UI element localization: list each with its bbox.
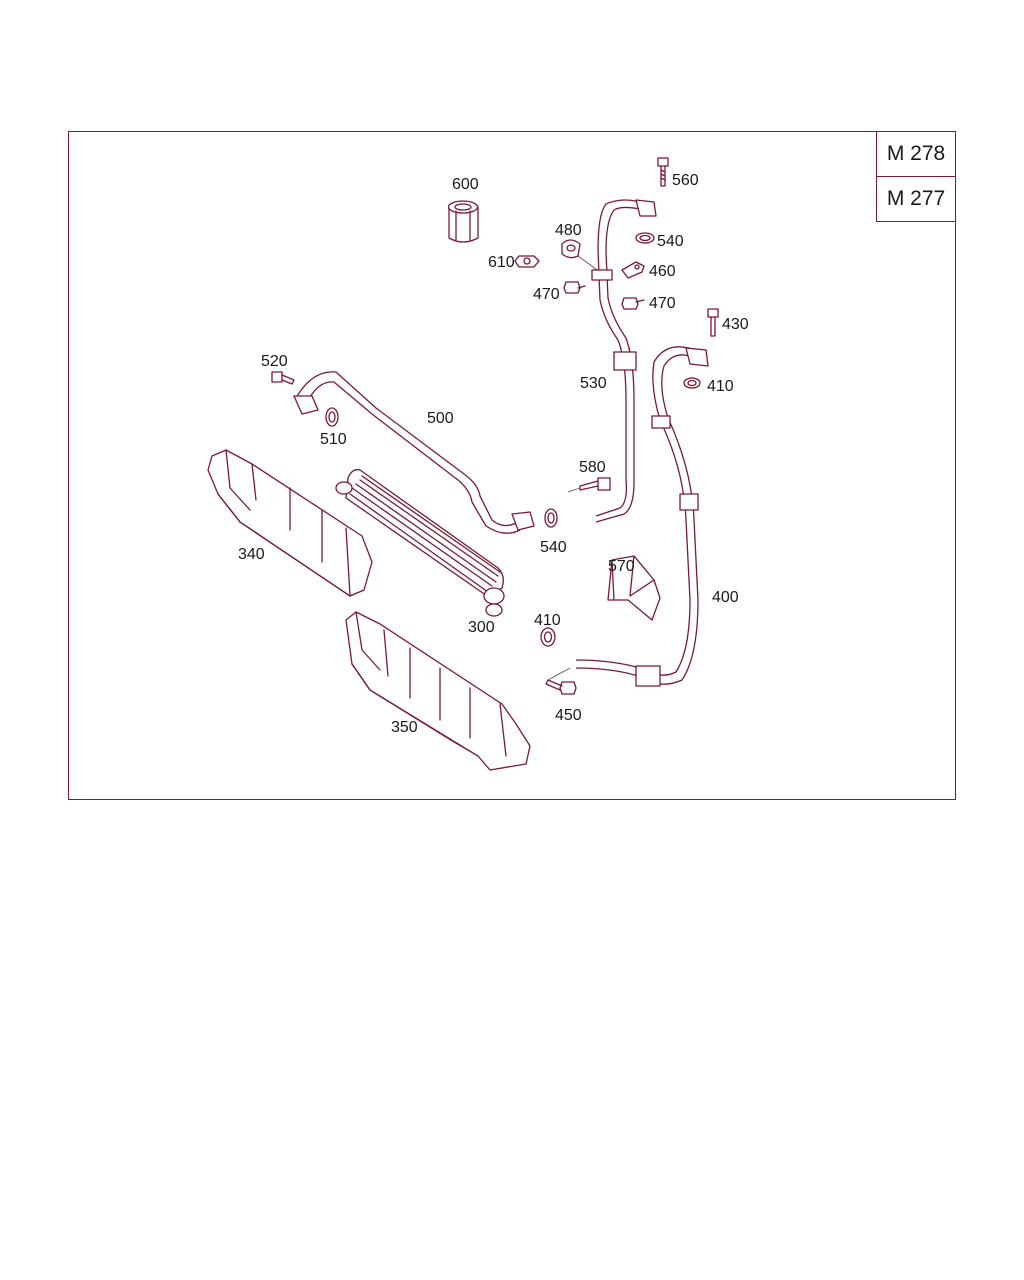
callout-500: 500 (427, 410, 454, 427)
callout-410-lower: 410 (534, 612, 561, 629)
part-520-bolt[interactable] (271, 371, 295, 385)
callout-430: 430 (722, 316, 749, 333)
callout-460: 460 (649, 263, 676, 280)
part-500-pipe[interactable] (293, 371, 535, 534)
part-470-bolt-b[interactable] (621, 297, 645, 310)
part-540-oring-top[interactable] (635, 232, 655, 244)
callout-540-lower: 540 (540, 539, 567, 556)
callout-540-top: 540 (657, 233, 684, 250)
part-570-bracket[interactable] (607, 555, 661, 621)
part-560-bolt[interactable] (657, 157, 669, 187)
part-400-hose-line[interactable] (575, 346, 709, 687)
callout-470-left: 470 (533, 286, 560, 303)
part-580-bolt[interactable] (567, 477, 611, 493)
engine-code-box: M 278 M 277 (876, 131, 956, 222)
diagram-frame (68, 131, 956, 800)
callout-450: 450 (555, 707, 582, 724)
callout-340: 340 (238, 546, 265, 563)
part-530-hose-line[interactable] (591, 199, 657, 523)
part-300-oil-cooler[interactable] (335, 469, 505, 617)
callout-610: 610 (488, 254, 515, 271)
part-610-nut[interactable] (514, 255, 540, 268)
callout-530: 530 (580, 375, 607, 392)
part-600-sleeve[interactable] (447, 200, 479, 243)
callout-350: 350 (391, 719, 418, 736)
callout-600: 600 (452, 176, 479, 193)
part-350-lower-air-duct[interactable] (345, 611, 531, 771)
callout-480: 480 (555, 222, 582, 239)
part-460-bracket[interactable] (621, 261, 645, 279)
part-410-oring-lower[interactable] (540, 627, 556, 647)
callout-300: 300 (468, 619, 495, 636)
engine-code-m278: M 278 (886, 142, 946, 165)
callout-510: 510 (320, 431, 347, 448)
part-480-clip[interactable] (561, 239, 601, 273)
callout-400: 400 (712, 589, 739, 606)
part-410-oring-top[interactable] (683, 377, 701, 389)
part-470-bolt-a[interactable] (563, 281, 586, 294)
part-540-oring-lower[interactable] (544, 508, 558, 528)
part-450-bolt[interactable] (545, 667, 577, 695)
callout-560: 560 (672, 172, 699, 189)
callout-410-top: 410 (707, 378, 734, 395)
part-340-air-duct[interactable] (207, 449, 373, 597)
callout-470-right: 470 (649, 295, 676, 312)
part-430-bolt[interactable] (707, 308, 719, 337)
engine-code-m277: M 277 (877, 176, 955, 221)
callout-520: 520 (261, 353, 288, 370)
callout-580: 580 (579, 459, 606, 476)
callout-570: 570 (608, 558, 635, 575)
part-510-oring[interactable] (325, 407, 339, 427)
